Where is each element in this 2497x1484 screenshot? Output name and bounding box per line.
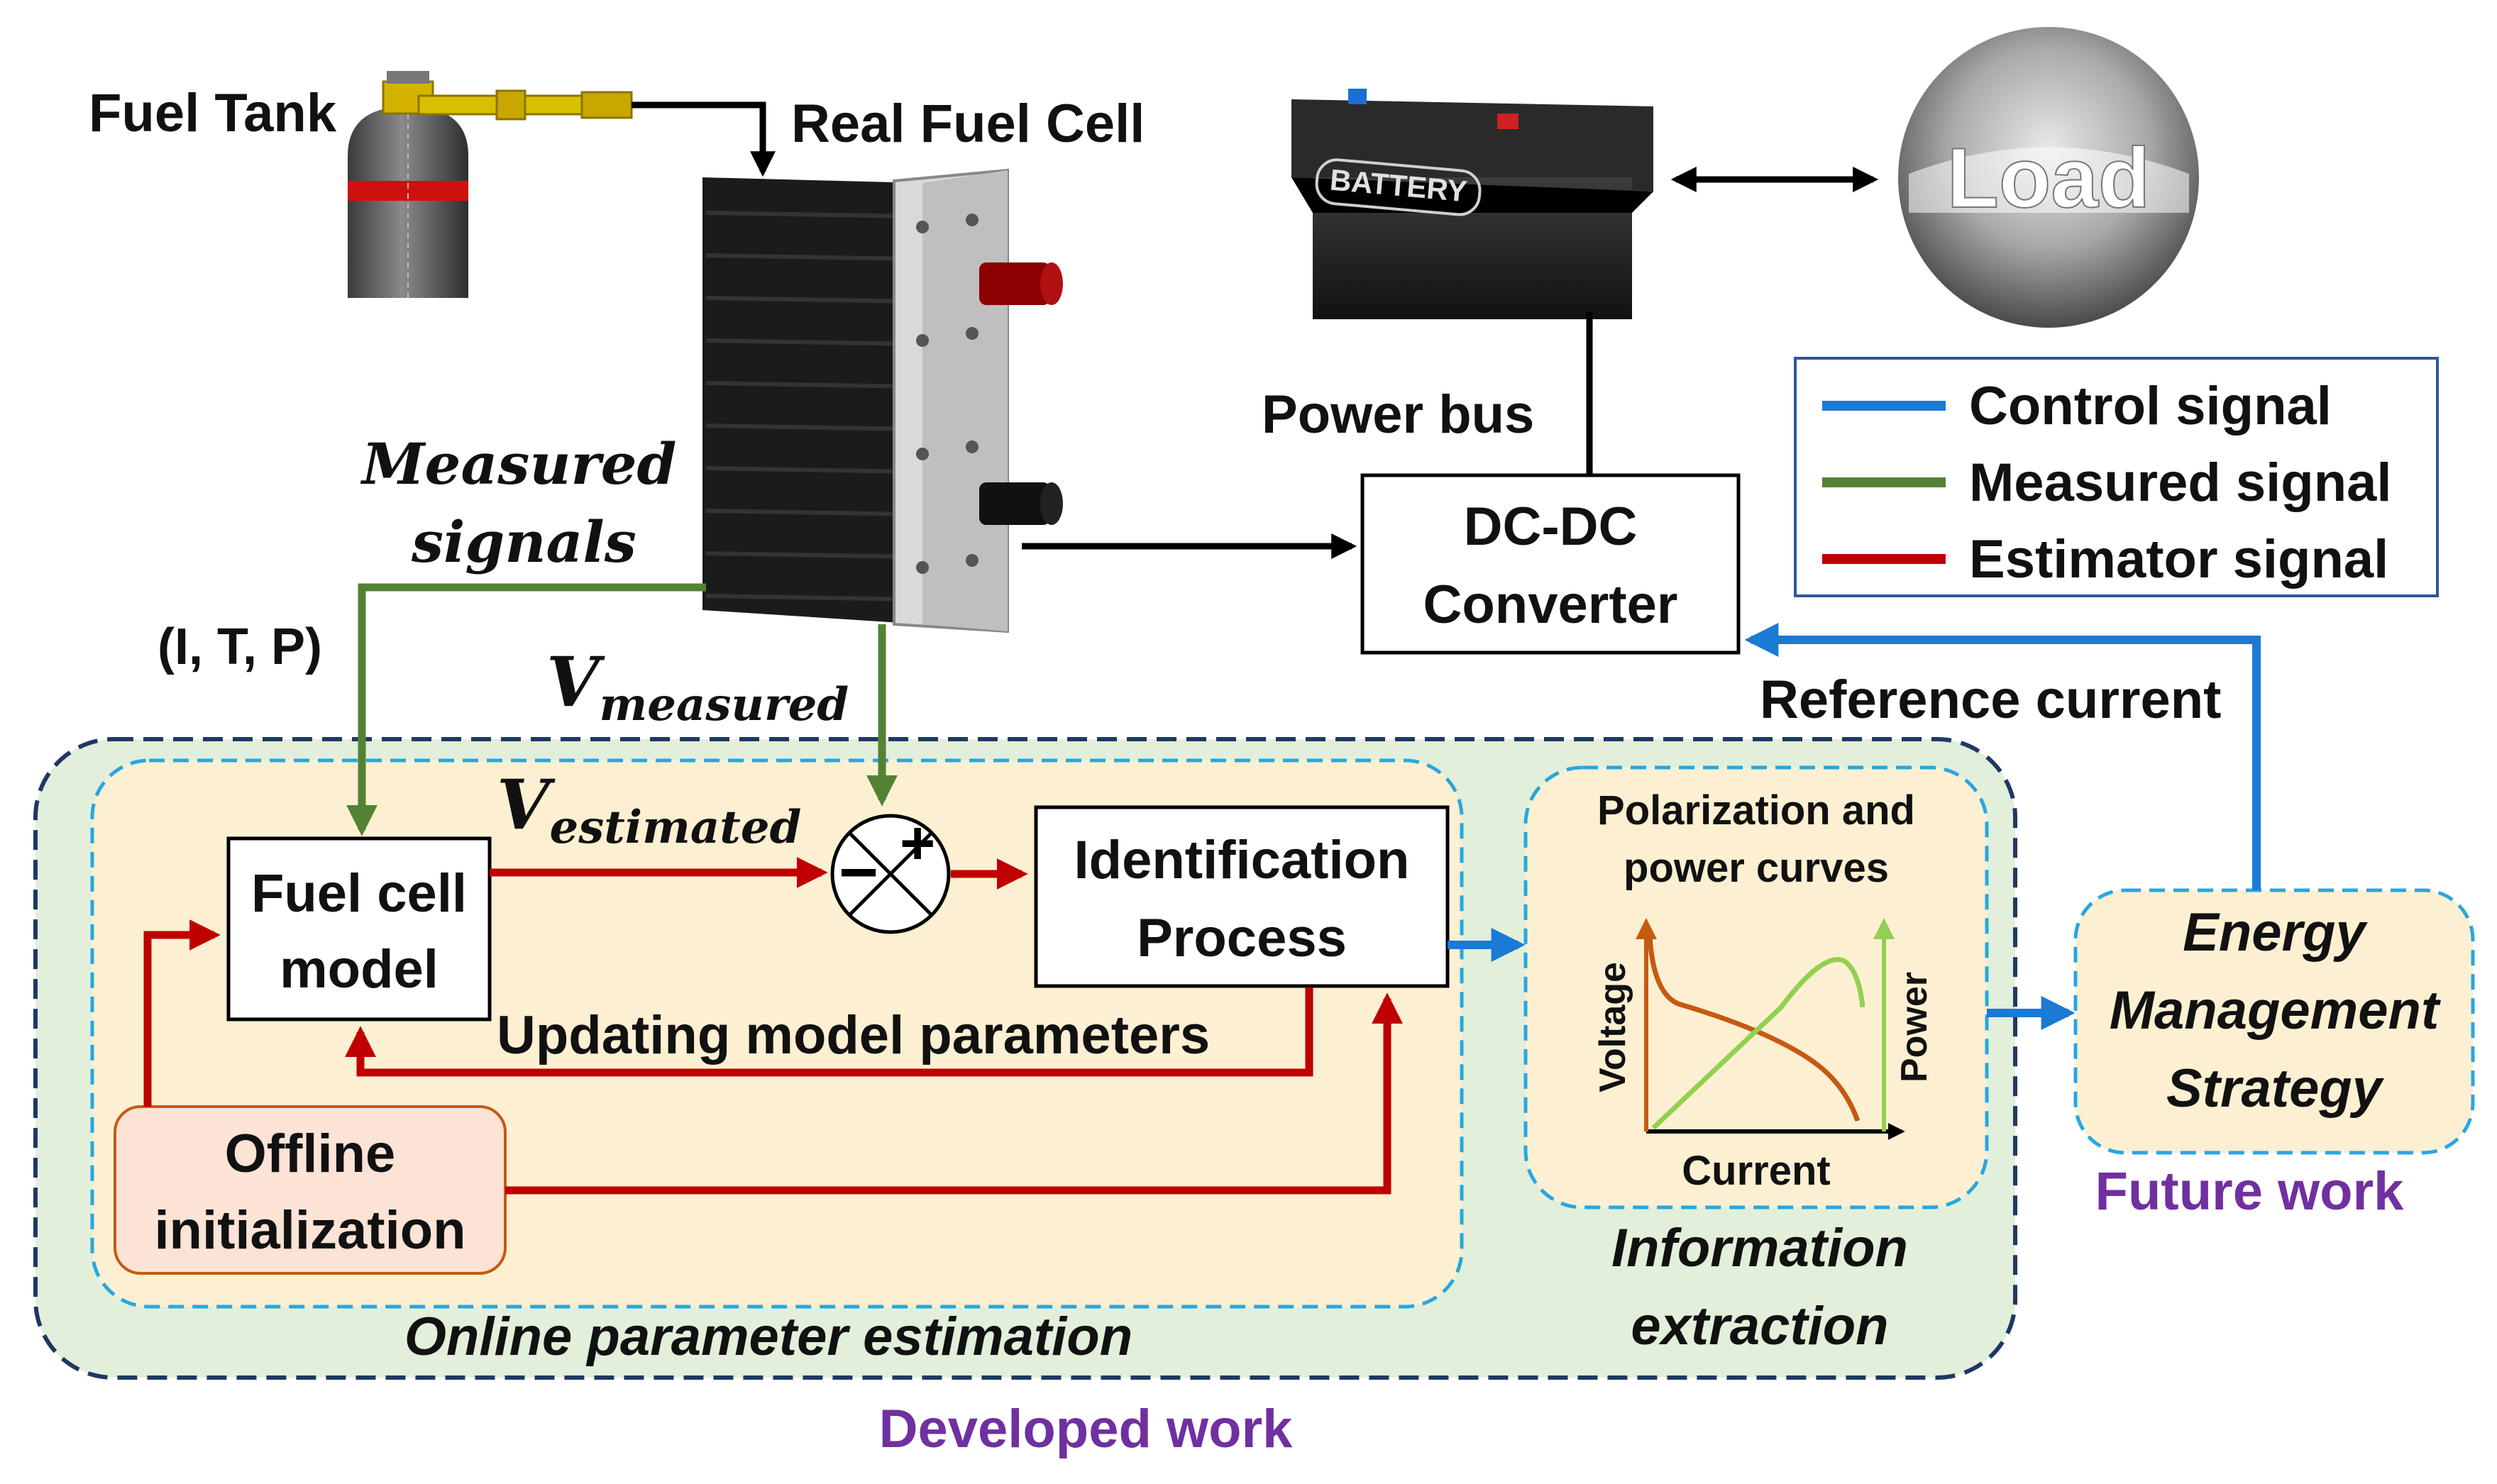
v-estimated-label: Vestimated xyxy=(497,765,801,854)
fuel-tank-label: Fuel Tank xyxy=(89,83,337,143)
dc-dc-label-line2: Converter xyxy=(1423,575,1678,635)
power-curve xyxy=(1651,957,1865,1130)
chart-y-left-label: Voltage xyxy=(1592,962,1633,1092)
summing-junction: + − xyxy=(830,809,951,934)
info-extraction-caption-line2: extraction xyxy=(1631,1296,1888,1356)
updating-parameters-line xyxy=(345,987,1313,1077)
ems-line1: Energy xyxy=(2183,902,2368,963)
load-label: Load xyxy=(1947,131,2151,226)
offline-to-model-line xyxy=(143,919,221,1107)
dc-dc-label-line1: DC-DC xyxy=(1464,497,1638,557)
offline-to-identification-line xyxy=(505,992,1403,1195)
real-fuel-cell-label: Real Fuel Cell xyxy=(791,94,1145,154)
energy-management-region xyxy=(2073,888,2475,1155)
ems-line3: Strategy xyxy=(2166,1058,2385,1119)
identification-process-box xyxy=(1034,805,1450,988)
v-measured-label: Vmeasured xyxy=(546,642,849,731)
polarization-title-line2: power curves xyxy=(1624,845,1889,891)
measured-itp-line xyxy=(346,583,706,836)
fuel-supply-line xyxy=(632,101,776,177)
ems-line2: Management xyxy=(2110,980,2441,1041)
fuel-tank-icon xyxy=(348,71,633,298)
online-estimation-caption: Online parameter estimation xyxy=(404,1307,1132,1367)
updating-parameters-label: Updating model parameters xyxy=(497,1005,1210,1065)
load-icon: Load xyxy=(1898,27,2199,328)
fuel-cell-model-box xyxy=(226,836,492,1021)
polarization-title-line1: Polarization and xyxy=(1597,787,1915,834)
fuel-cell-model-line1: Fuel cell xyxy=(251,863,467,924)
identification-line2: Process xyxy=(1137,908,1347,968)
reference-current-line xyxy=(1744,623,2261,890)
power-bus-label: Power bus xyxy=(1262,384,1534,445)
fuel-cell-model-line2: model xyxy=(280,939,439,1000)
reference-current-label: Reference current xyxy=(1760,670,2222,730)
identification-line1: Identification xyxy=(1074,830,1410,890)
fuel-cell-stack-icon xyxy=(702,168,1063,633)
offline-line1: Offline xyxy=(225,1124,396,1184)
legend-label-1: Measured signal xyxy=(1969,453,2392,513)
info-extraction-caption-line1: Information xyxy=(1611,1218,1908,1278)
developed-work-caption: Developed work xyxy=(879,1399,1294,1459)
dc-dc-converter-box xyxy=(1360,473,1741,655)
battery-icon: BATTERY xyxy=(1291,89,1653,319)
sum-plus-sign: + xyxy=(900,809,935,877)
sum-minus-sign: − xyxy=(839,834,878,910)
offline-line2: initialization xyxy=(154,1200,465,1261)
legend-label-0: Control signal xyxy=(1969,376,2332,436)
chart-x-label: Current xyxy=(1682,1148,1830,1194)
polarization-chart: Voltage Power Current xyxy=(1592,918,1935,1194)
legend-label-2: Estimator signal xyxy=(1969,529,2388,589)
future-work-caption: Future work xyxy=(2095,1161,2405,1222)
voltage-curve xyxy=(1647,936,1861,1122)
measured-signals-label-line1: Measured xyxy=(360,431,676,497)
measured-signals-label-line2: signals xyxy=(411,509,636,575)
information-extraction-region xyxy=(1523,765,1989,1209)
chart-y-right-label: Power xyxy=(1894,972,1935,1082)
itp-label: (I, T, P) xyxy=(158,619,322,675)
